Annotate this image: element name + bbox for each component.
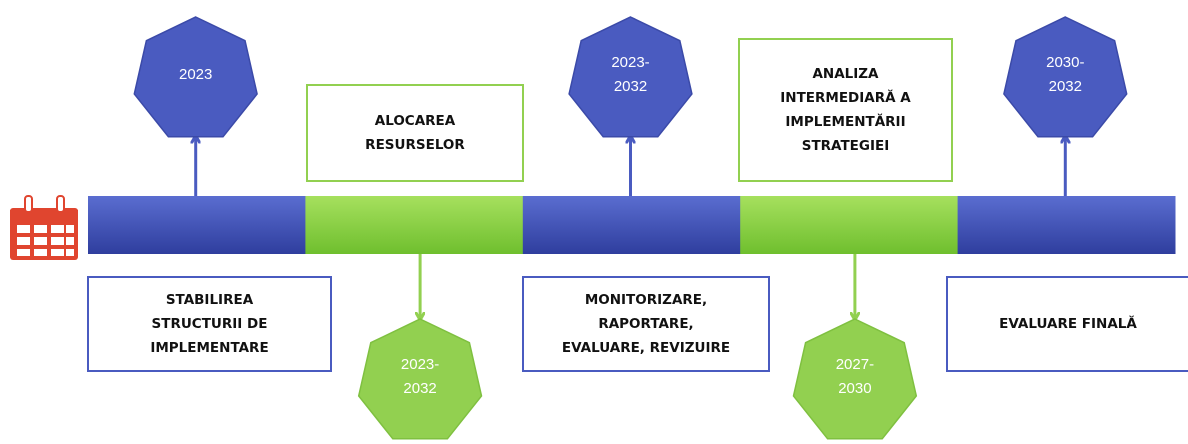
period-text-line: 2023	[179, 66, 213, 83]
period-label-4: 2027- 2030	[805, 342, 905, 412]
period-text-line: 2032	[1048, 78, 1082, 95]
stage-text-line: STABILIREA	[165, 292, 254, 308]
stage-box-5: EVALUARE FINALĂ	[946, 276, 1188, 372]
stage-text-line: IMPLEMENTĂRII	[785, 114, 906, 130]
stage-text-line: RESURSELOR	[365, 137, 465, 153]
stage-box-4: ANALIZA INTERMEDIARĂ A IMPLEMENTĂRII STRATE…	[738, 38, 953, 182]
period-heptagon-5	[1003, 16, 1128, 138]
stage-text-line: IMPLEMENTARE	[150, 340, 269, 356]
calendar-icon	[10, 195, 78, 260]
period-text-line: 2030-	[1046, 54, 1085, 71]
stage-text-line: ANALIZA	[812, 66, 879, 82]
timeline-bar	[88, 196, 1176, 254]
stage-text-line: RAPORTARE,	[598, 316, 694, 332]
period-label-5: 2030- 2032	[1015, 40, 1115, 110]
period-heptagon-2	[357, 318, 483, 440]
timeline-segment-5	[957, 196, 1176, 254]
stage-text-line: STRATEGIEI	[801, 138, 890, 154]
period-label-3: 2023- 2032	[581, 40, 681, 110]
stage-box-1: STABILIREA STRUCTURII DE IMPLEMENTARE	[87, 276, 332, 372]
timeline-segment-4	[740, 196, 959, 254]
period-text-line: 2030	[838, 380, 872, 397]
period-heptagon-4	[792, 318, 918, 440]
connector-arrows	[196, 139, 1066, 317]
stage-text-line: INTERMEDIARĂ A	[780, 90, 911, 106]
stage-text-line: EVALUARE FINALĂ	[999, 316, 1137, 332]
period-text-line: 2032	[613, 78, 648, 95]
stage-text-line: ALOCAREA	[374, 113, 456, 129]
period-heptagon-3	[568, 16, 693, 138]
period-text-line: 2023-	[611, 54, 650, 71]
stage-box-3: MONITORIZARE, RAPORTARE, EVALUARE, REVIZUI…	[522, 276, 770, 372]
period-heptagons	[133, 16, 1128, 440]
period-heptagon-1	[133, 16, 258, 138]
stage-text-line: MONITORIZARE,	[584, 292, 708, 308]
period-text-line: 2023-	[400, 356, 440, 373]
period-text-line: 2032	[403, 380, 437, 397]
stage-text-line: STRUCTURII DE	[151, 316, 268, 332]
timeline-segment-2	[305, 196, 524, 254]
period-label-1: 2023	[146, 40, 246, 110]
period-text-line: 2027-	[835, 356, 875, 373]
timeline-segment-3	[522, 196, 741, 254]
period-label-2: 2023- 2032	[370, 342, 470, 412]
stage-box-2: ALOCAREA RESURSELOR	[306, 84, 524, 182]
timeline-segment-1	[88, 196, 306, 254]
stage-text-line: EVALUARE, REVIZUIRE	[561, 340, 731, 356]
